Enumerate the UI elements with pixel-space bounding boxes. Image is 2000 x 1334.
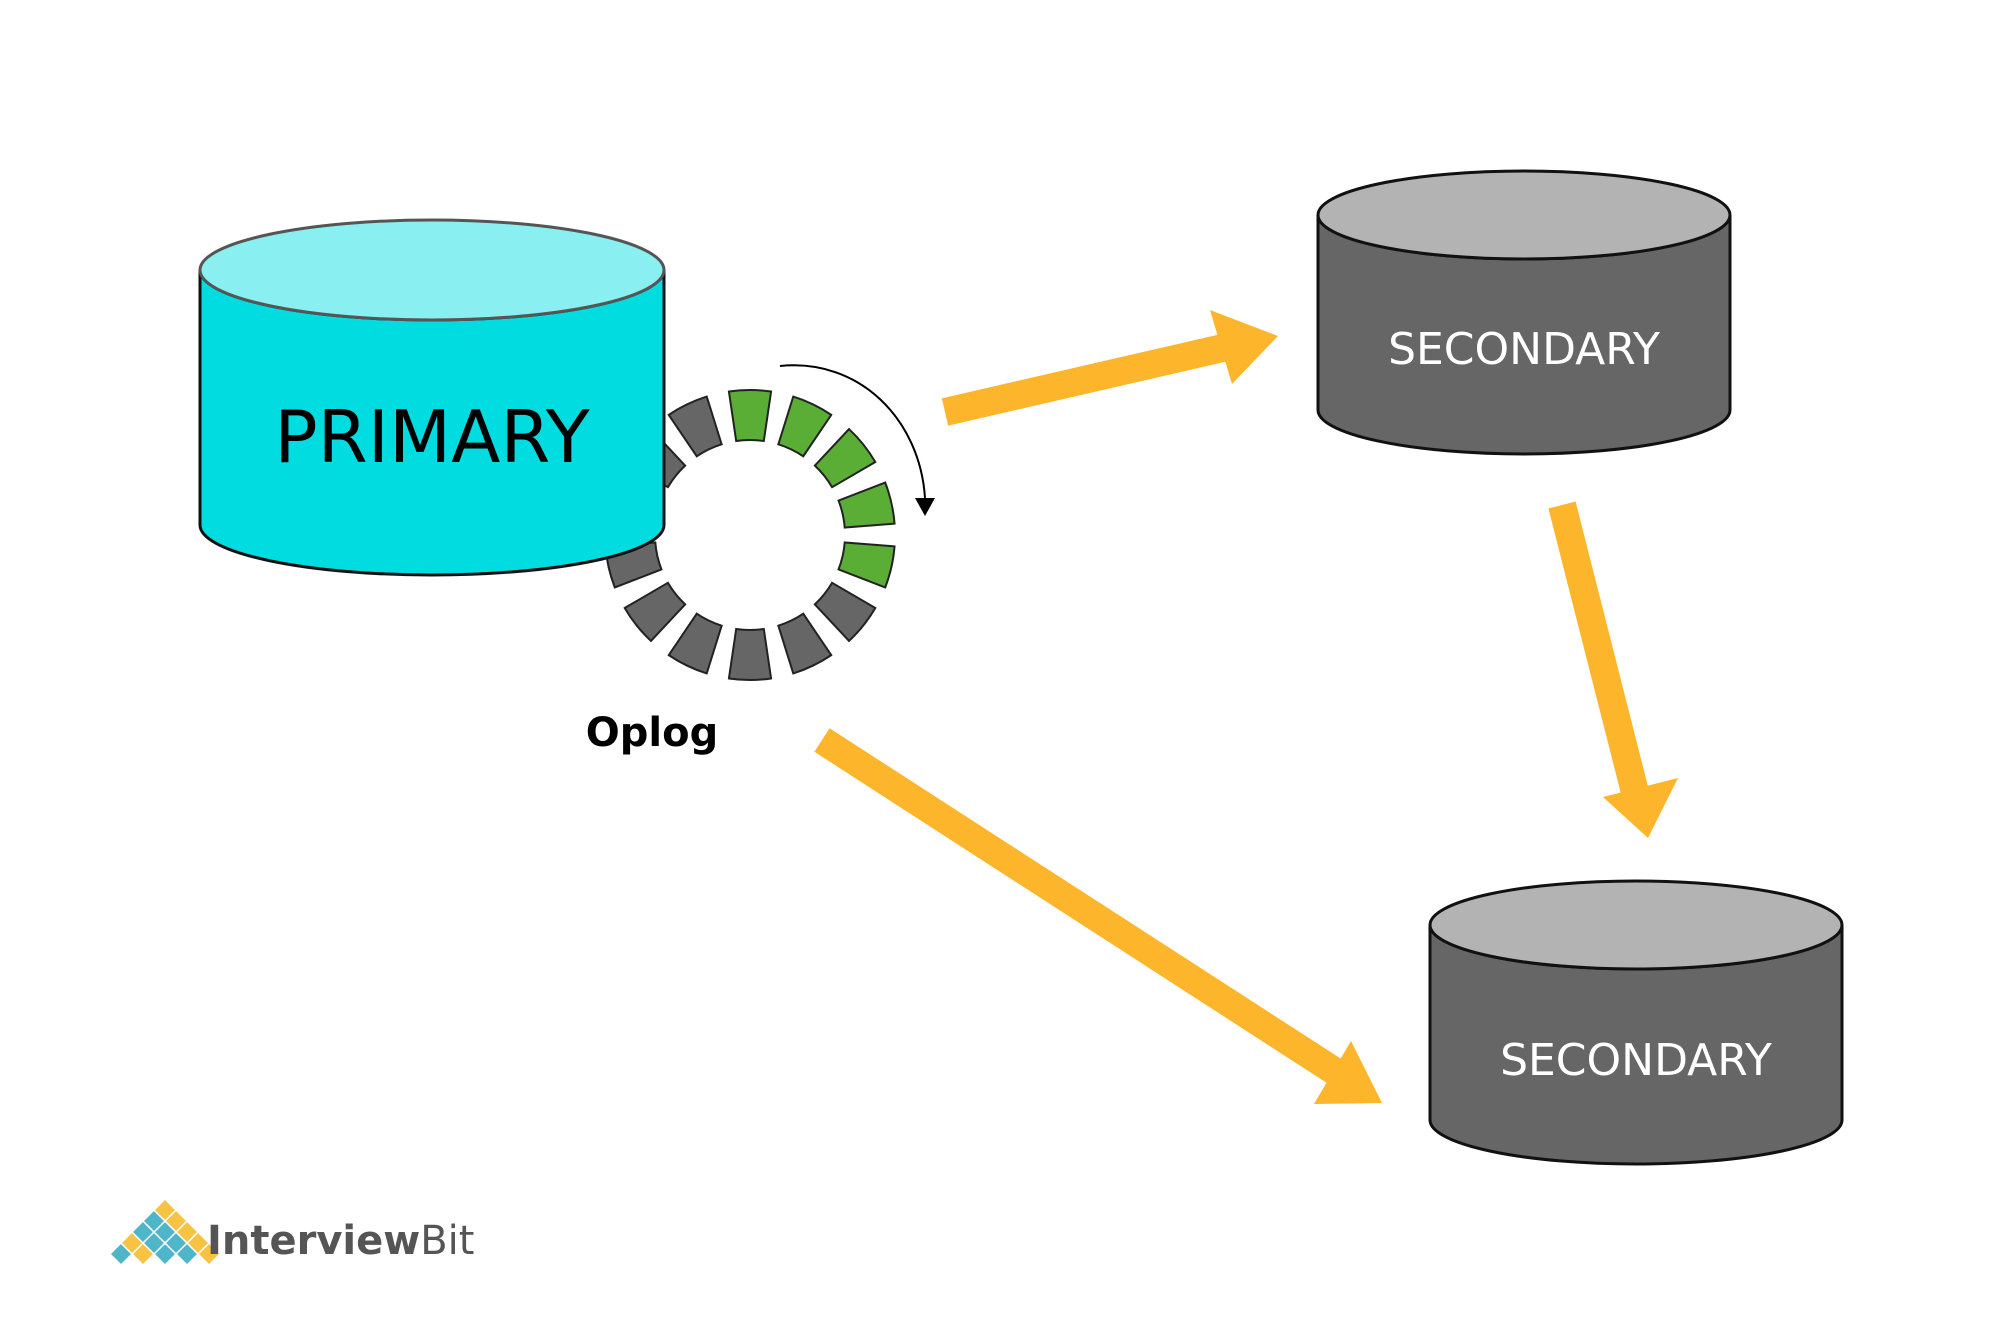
primary-cylinder-top (198, 218, 666, 322)
rotation-arrow-icon (779, 364, 926, 499)
primary-label: PRIMARY (274, 395, 590, 479)
interviewbit-logo: InterviewBit (108, 1197, 474, 1267)
oplog-segment-filled (777, 395, 833, 458)
oplog-segment-empty (813, 581, 877, 643)
logo-wordmark: InterviewBit (207, 1218, 474, 1264)
secondary-node-bottom: SECONDARY (1428, 879, 1844, 1166)
replication-arrow-primary-to-secondary-top (941, 310, 1278, 426)
oplog-segment-filled (813, 427, 877, 489)
oplog-segment-filled (837, 541, 896, 589)
oplog-label: Oplog (586, 710, 718, 756)
primary-node: PRIMARY (198, 218, 666, 577)
replication-arrow-primary-to-secondary-bottom (814, 728, 1382, 1104)
oplog-segment-empty (667, 612, 723, 675)
oplog-segment-filled (727, 389, 773, 443)
secondary-bottom-cylinder-top (1428, 879, 1844, 971)
oplog-segment-filled (837, 481, 896, 529)
secondary-bottom-label: SECONDARY (1500, 1035, 1772, 1086)
secondary-top-label: SECONDARY (1388, 324, 1660, 375)
oplog-segment-empty (623, 581, 687, 643)
secondary-node-top: SECONDARY (1316, 169, 1732, 456)
secondary-top-cylinder-top (1316, 169, 1732, 261)
logo-wordmark-regular: Bit (420, 1218, 474, 1264)
logo-wordmark-bold: Interview (207, 1218, 420, 1264)
rotation-arrowhead-icon (915, 498, 935, 516)
oplog-segment-empty (777, 612, 833, 675)
logo-diamond-icon (108, 1197, 222, 1267)
replication-arrow-secondary-top-to-secondary-bottom (1548, 501, 1678, 838)
oplog-ring (604, 389, 896, 681)
oplog-segment-empty (667, 395, 723, 458)
oplog-segment-empty (727, 627, 773, 681)
logo-diamond-tile (152, 1197, 178, 1223)
